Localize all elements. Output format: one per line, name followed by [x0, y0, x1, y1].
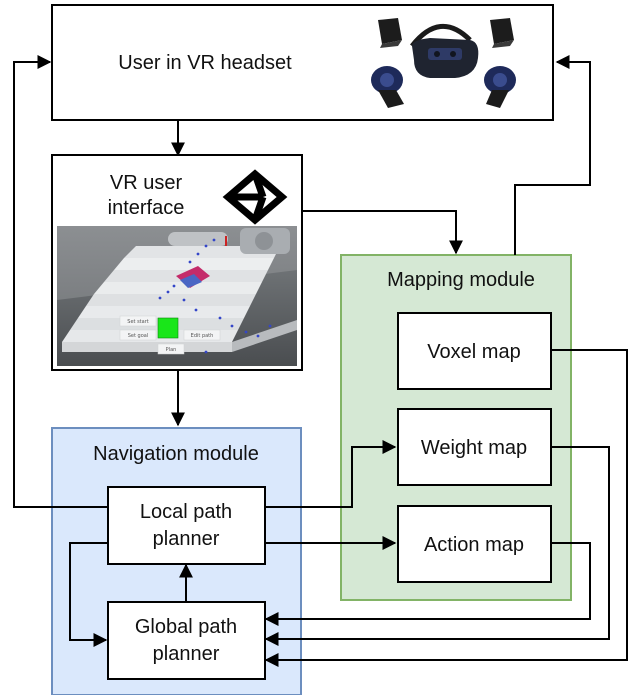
edge-mapping-to-user	[514, 55, 591, 255]
vr-ui-button-edit-path: Edit path	[191, 333, 214, 339]
vr-ui-screenshot: Set start Set goal Edit path Plan	[57, 226, 297, 366]
user-vr-label: User in VR headset	[118, 52, 292, 74]
navigation-module-label: Navigation module	[93, 443, 259, 465]
edge-local-to-weight	[265, 440, 397, 508]
edge-local-to-user	[13, 55, 108, 508]
edge-weight-to-global	[264, 446, 610, 646]
local-planner-node: Local path planner	[107, 486, 266, 565]
global-planner-label-line1: Global path	[135, 616, 237, 638]
vr-ui-label-line1: VR user	[110, 172, 183, 194]
mapping-module-label: Mapping module	[387, 269, 535, 291]
connectors	[13, 55, 628, 667]
vr-ui-button-plan: Plan	[166, 347, 177, 353]
action-map-label: Action map	[424, 534, 524, 556]
global-planner-node: Global path planner	[107, 601, 266, 680]
edge-vrui-to-mapping	[302, 210, 463, 255]
voxel-map-label: Voxel map	[427, 341, 520, 363]
global-planner-label-line2: planner	[153, 643, 220, 665]
edge-local-to-global	[69, 542, 108, 647]
vr-ui-button-set-start: Set start	[127, 319, 148, 325]
action-map-node: Action map	[397, 505, 552, 583]
vr-ui-button-set-goal: Set goal	[128, 333, 149, 339]
vr-headset-icon	[371, 18, 516, 108]
weight-map-label: Weight map	[421, 437, 527, 459]
vr-ui-node: VR user interface	[51, 154, 303, 371]
edge-action-to-global	[264, 542, 591, 626]
unity-logo-icon	[222, 169, 288, 225]
vr-ui-label-line2: interface	[108, 197, 185, 219]
user-vr-node: User in VR headset	[51, 4, 554, 121]
voxel-map-node: Voxel map	[397, 312, 552, 390]
edge-voxel-to-global	[264, 349, 628, 667]
local-planner-label-line1: Local path	[140, 501, 232, 523]
weight-map-node: Weight map	[397, 408, 552, 486]
local-planner-label-line2: planner	[153, 528, 220, 550]
